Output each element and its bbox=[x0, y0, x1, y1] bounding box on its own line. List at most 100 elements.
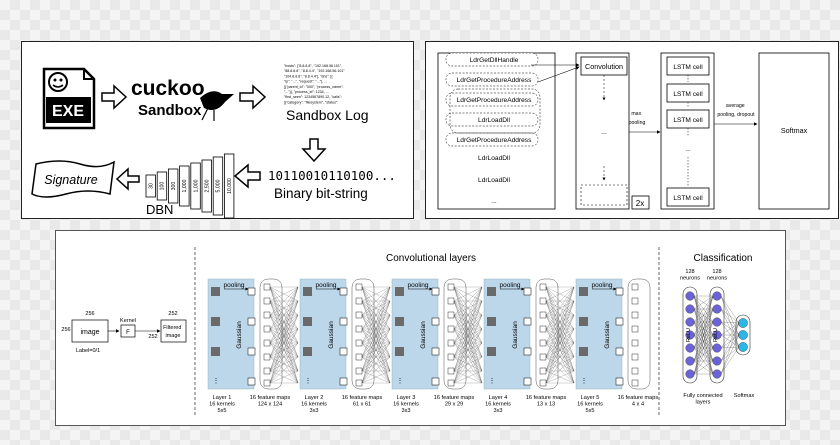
gaussian-band bbox=[207, 278, 255, 390]
pooled-square bbox=[339, 317, 348, 326]
mesh-node bbox=[447, 367, 455, 375]
filtered-image-label: Filtered image bbox=[163, 325, 183, 339]
cnn-softmax-label-line: Softmax bbox=[734, 393, 755, 399]
mesh-edge bbox=[545, 300, 575, 384]
relu-label: ReLU bbox=[686, 328, 692, 342]
layer-label-line: 16 kernels bbox=[393, 401, 419, 407]
mesh-edge bbox=[453, 286, 483, 316]
bitstring-value: 10110010110100... bbox=[268, 168, 396, 183]
mesh-node bbox=[355, 353, 363, 361]
fc-neuron bbox=[685, 304, 695, 314]
fc-edge bbox=[693, 295, 714, 310]
pooled-square bbox=[523, 347, 532, 356]
mesh-node bbox=[631, 379, 639, 387]
arrow-sandbox-to-log bbox=[239, 84, 267, 110]
repeat-block bbox=[580, 184, 628, 206]
mesh-edge bbox=[545, 286, 575, 316]
sandbox-log-line: "104.8.8.8", "8.8.4.4"], "dns": [{ bbox=[284, 74, 333, 78]
mesh-edge bbox=[453, 328, 483, 384]
mesh-edge bbox=[361, 328, 391, 384]
mesh-edge bbox=[545, 342, 575, 384]
pooled-square bbox=[431, 347, 440, 356]
mesh-node bbox=[539, 325, 547, 333]
api-call: LdrLoadDll bbox=[478, 177, 510, 184]
conv-layers-title: Convolutional layers bbox=[386, 253, 476, 264]
dbn-label: DBN bbox=[146, 202, 173, 217]
feature-map-square bbox=[579, 287, 588, 296]
fc-neuron bbox=[685, 369, 695, 379]
output-edge bbox=[720, 346, 740, 375]
mesh-edge bbox=[545, 356, 575, 372]
feature-maps-label-line: 61 x 61 bbox=[353, 401, 371, 407]
api-call-frame bbox=[445, 92, 539, 107]
fc-neuron bbox=[712, 356, 722, 366]
cuckoo-bird-icon bbox=[200, 91, 234, 110]
input-image-label: image bbox=[80, 329, 99, 336]
arrow-bitstring-to-dbn bbox=[233, 163, 261, 189]
dbn-layer-size: 30 bbox=[149, 183, 155, 189]
kernel-symbol: F bbox=[126, 330, 130, 336]
mesh-edge bbox=[361, 300, 391, 372]
feature-map-square bbox=[303, 347, 312, 356]
mesh-edge bbox=[453, 286, 483, 330]
pooling-label: pooling bbox=[500, 282, 521, 289]
convolution-column bbox=[575, 52, 630, 210]
mesh-node bbox=[631, 367, 639, 375]
mesh-node bbox=[631, 353, 639, 361]
feature-maps-label-line: 29 x 29 bbox=[445, 401, 463, 407]
pooled-square bbox=[247, 377, 256, 386]
average-pooling-label: average pooling, dropout bbox=[717, 103, 755, 118]
mesh-edge bbox=[269, 286, 299, 372]
mesh-edge bbox=[545, 286, 575, 302]
fc-edge bbox=[693, 295, 714, 336]
mesh-edge bbox=[361, 342, 391, 372]
mesh-node bbox=[539, 297, 547, 305]
fc-edge bbox=[693, 295, 714, 349]
conv-window-frame bbox=[449, 88, 541, 134]
mesh-node bbox=[447, 283, 455, 291]
signature-label: Signature bbox=[44, 173, 98, 187]
mesh-edge bbox=[269, 342, 299, 372]
pooled-square bbox=[431, 287, 440, 296]
exe-label: EXE bbox=[52, 103, 84, 120]
mesh-edge bbox=[269, 286, 299, 302]
arrow-exe-to-sandbox bbox=[101, 84, 128, 110]
dbn-layer bbox=[179, 165, 190, 207]
feature-map-square bbox=[395, 287, 404, 296]
mesh-node bbox=[355, 379, 363, 387]
cnn-panel: Convolutional layers Classification 256 … bbox=[55, 230, 786, 426]
mesh-edge bbox=[269, 286, 299, 330]
mesh-node bbox=[355, 339, 363, 347]
neurons-label-1-line: 128 bbox=[685, 269, 694, 275]
mesh-edge bbox=[269, 342, 299, 384]
lstm-cell-box bbox=[666, 187, 710, 207]
sandbox-log-line: [{"parent_id": "000", "process_name": bbox=[284, 85, 343, 89]
mesh-node bbox=[263, 311, 271, 319]
feature-map-square bbox=[211, 287, 220, 296]
sandbox-log-line: "88.8.8.8", "8.8.4.4", "192.168.56.101" bbox=[284, 69, 345, 73]
dbn-layer-size: 10,000 bbox=[227, 178, 233, 194]
lstm-cell: LSTM cell bbox=[673, 91, 703, 98]
mesh-edge bbox=[269, 328, 299, 372]
dbn-layer-size: 100 bbox=[160, 182, 166, 191]
mesh-edge bbox=[361, 314, 391, 372]
pooled-square bbox=[615, 287, 624, 296]
dbn-layer bbox=[145, 174, 156, 198]
kernel-label: Kernel bbox=[120, 318, 136, 324]
feature-map-square bbox=[211, 317, 220, 326]
dbn-layer bbox=[190, 162, 201, 210]
sandbox-log-label: Sandbox Log bbox=[286, 107, 369, 123]
api-call: LdrGetProcedureAddress bbox=[457, 77, 532, 84]
pooled-square bbox=[523, 377, 532, 386]
layer-label-line: 3x3 bbox=[401, 408, 410, 414]
mesh-node bbox=[539, 339, 547, 347]
lstm-cell: LSTM cell bbox=[673, 195, 703, 202]
mesh-edge bbox=[269, 314, 299, 384]
mesh-frame bbox=[351, 278, 375, 390]
fc-neuron bbox=[685, 291, 695, 301]
mesh-edge bbox=[361, 286, 391, 316]
mesh-edge bbox=[545, 314, 575, 372]
